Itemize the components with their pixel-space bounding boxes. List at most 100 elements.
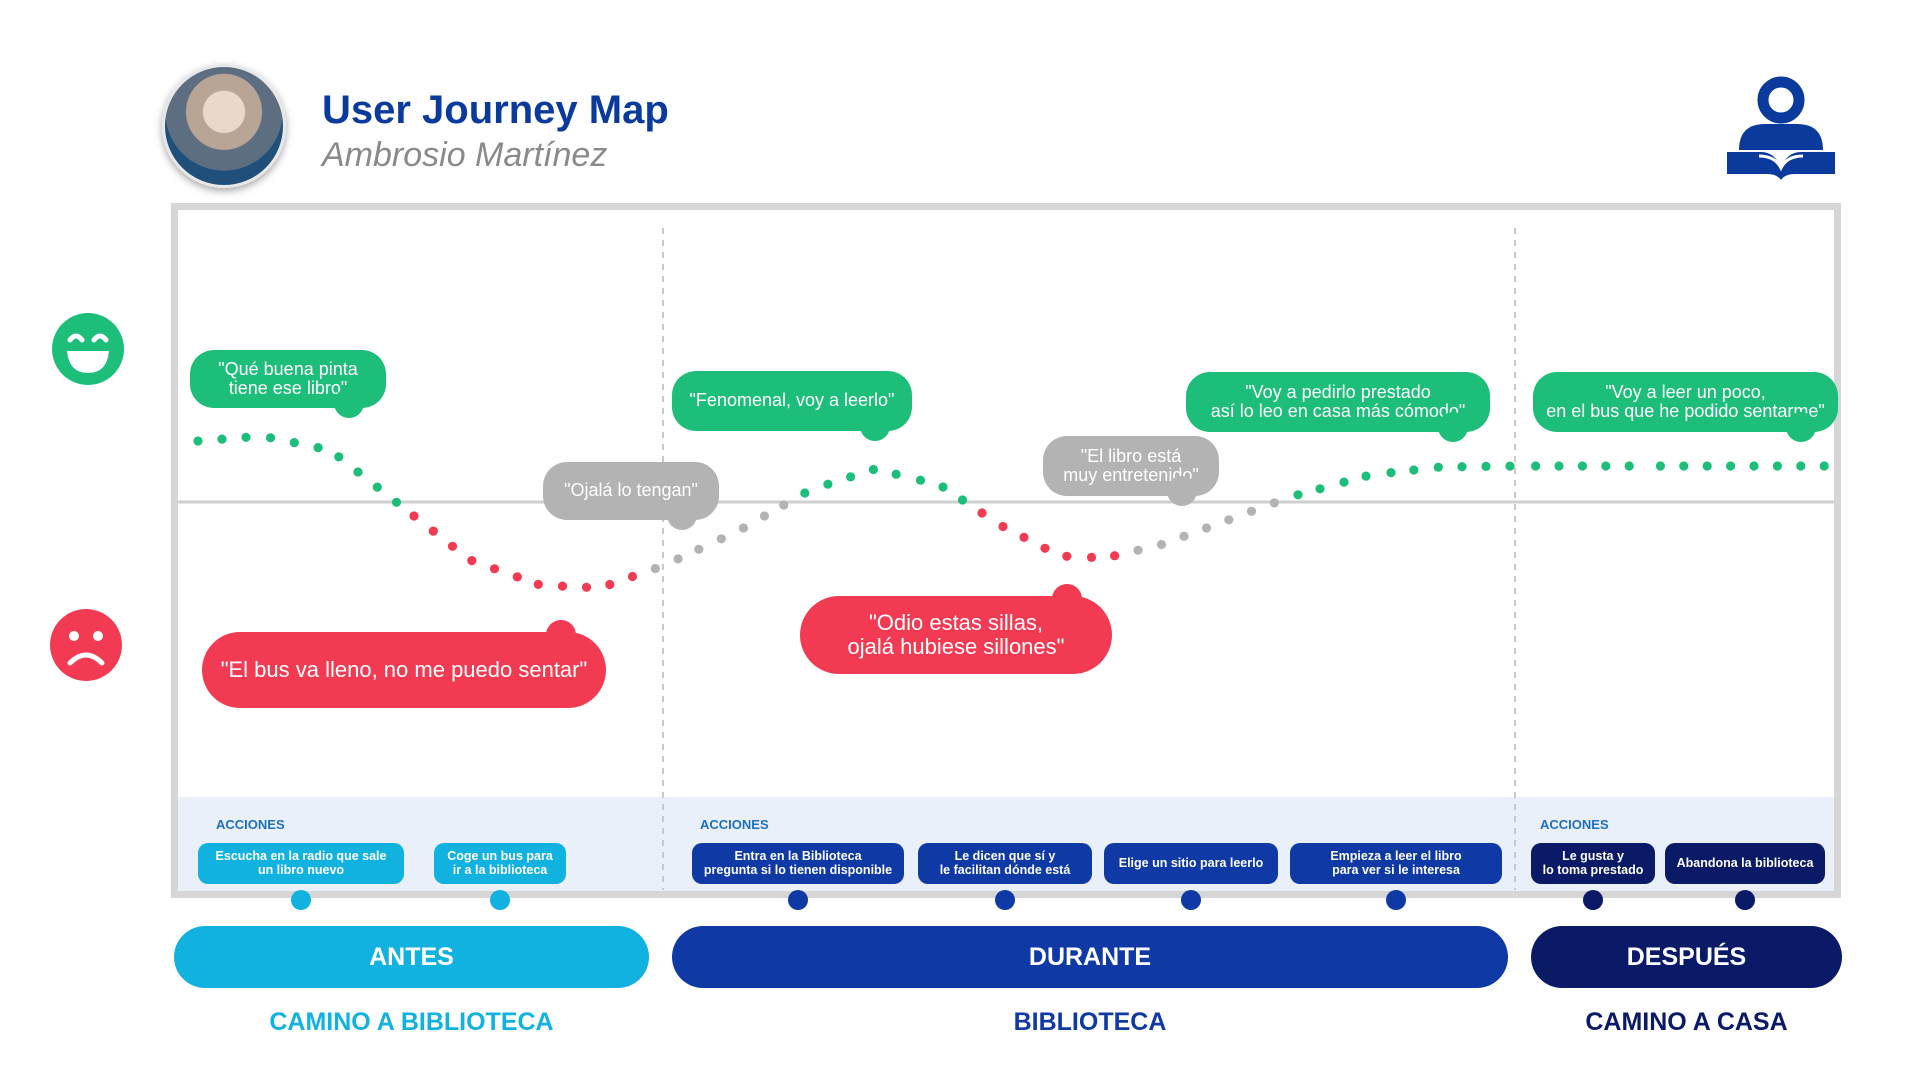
emotion-dot [467, 556, 477, 566]
emotion-dot [409, 511, 419, 521]
emotion-dot [447, 541, 458, 551]
emotion-dot [241, 432, 251, 442]
emotion-dot [673, 554, 683, 564]
emotion-dot [759, 511, 770, 521]
timeline-node [788, 890, 808, 910]
emotion-dot [846, 472, 856, 482]
action-pill: Entra en la Biblioteca pregunta si lo ti… [692, 843, 904, 884]
emotion-dot [1679, 461, 1689, 471]
emotion-dot [1339, 477, 1349, 487]
emotion-dot [581, 582, 592, 592]
emotion-dot [1224, 515, 1234, 525]
action-pill: Le gusta y lo toma prestado [1531, 843, 1655, 884]
emotion-dot [1819, 461, 1829, 471]
emotion-dot [716, 534, 726, 544]
emotion-dot [1601, 461, 1611, 471]
emotion-dot [1110, 551, 1120, 561]
emotion-dot [1505, 461, 1515, 471]
quote-bubble: "Qué buena pinta tiene ese libro" [190, 350, 386, 418]
page-title: User Journey Map [322, 88, 669, 132]
emotion-dot [650, 563, 660, 574]
emotion-dot [289, 438, 299, 448]
quote-bubble: "El libro está muy entretenido" [1043, 436, 1219, 506]
emotion-dot [915, 475, 926, 485]
emotion-dot [823, 479, 833, 489]
emotion-dot [1481, 461, 1491, 471]
place-despues: CAMINO A CASA [1585, 1008, 1788, 1036]
actions-label: ACCIONES [1540, 817, 1609, 832]
emotion-dot [1577, 461, 1587, 471]
emotion-dot [1269, 498, 1279, 508]
emotion-dot [998, 521, 1008, 532]
emotion-dot [1624, 461, 1634, 471]
emotion-dot [1554, 461, 1564, 471]
emotion-dot [1702, 461, 1712, 471]
actions-label: ACCIONES [700, 817, 769, 832]
emotion-dot [428, 526, 438, 536]
emotion-dot [1293, 490, 1303, 500]
emotion-dot [533, 579, 543, 590]
emotion-dot [1019, 532, 1029, 543]
emotion-dot [800, 488, 810, 498]
emotion-dot [1062, 551, 1072, 561]
persona-name: Ambrosio Martínez [322, 136, 608, 174]
emotion-dot [1386, 468, 1396, 478]
place-antes: CAMINO A BIBLIOTECA [269, 1008, 554, 1036]
timeline-node [995, 890, 1015, 910]
action-pill: Coge un bus para ir a la biblioteca [434, 843, 566, 884]
emotion-dot [627, 571, 638, 582]
action-pill: Empieza a leer el libro para ver si le i… [1290, 843, 1502, 884]
emotion-dot [957, 495, 968, 505]
emotion-dot [557, 581, 568, 591]
action-pill: Abandona la biblioteca [1665, 843, 1825, 884]
emotion-dot [1156, 539, 1167, 550]
action-pill: Elige un sitio para leerlo [1104, 843, 1278, 884]
happy-face-icon [52, 313, 124, 385]
phase-despues: DESPUÉS [1531, 926, 1842, 988]
reader-icon [1727, 76, 1835, 180]
emotion-dot [193, 436, 203, 446]
journey-frame [171, 203, 1841, 898]
quote-bubble: "El bus va lleno, no me puedo sentar" [202, 620, 606, 708]
emotion-dots [193, 432, 1829, 592]
user-avatar [162, 64, 286, 188]
emotion-dot [265, 433, 276, 443]
emotion-dot [512, 572, 522, 582]
emotion-dot [1726, 461, 1736, 471]
emotion-dot [1361, 471, 1371, 481]
emotion-dot [1201, 523, 1212, 533]
timeline-node [1181, 890, 1201, 910]
emotion-dot [977, 508, 987, 518]
quote-bubble: "Ojalá lo tengan" [543, 462, 719, 530]
emotion-dot [334, 452, 344, 462]
emotion-dot [1433, 462, 1443, 472]
emotion-dot [1315, 484, 1325, 494]
emotion-dot [372, 482, 382, 492]
emotion-dot [1772, 461, 1782, 471]
emotion-dot [1246, 506, 1257, 516]
emotion-dot [1179, 531, 1189, 541]
emotion-dot [938, 482, 948, 492]
timeline-node [1583, 890, 1603, 910]
emotion-dot [738, 523, 749, 533]
phase-antes: ANTES [174, 926, 649, 988]
quote-bubble: "Odio estas sillas, ojalá hubiese sillon… [800, 584, 1112, 674]
emotion-dot [1133, 545, 1143, 555]
quote-bubble: "Voy a leer un poco, en el bus que he po… [1533, 372, 1838, 442]
emotion-dot [1457, 462, 1467, 472]
emotion-dot [1796, 461, 1806, 471]
emotion-dot [313, 443, 323, 453]
emotion-dot [217, 434, 227, 444]
timeline-node [490, 890, 510, 910]
emotion-dot [1749, 461, 1759, 471]
actions-label: ACCIONES [216, 817, 285, 832]
emotion-dot [868, 464, 879, 475]
timeline-node [1386, 890, 1406, 910]
emotion-dot [391, 497, 402, 507]
timeline-node [1735, 890, 1755, 910]
emotion-dot [1531, 461, 1541, 471]
quote-bubble: "Fenomenal, voy a leerlo" [672, 371, 912, 441]
emotion-dot [1040, 543, 1050, 553]
action-pill: Le dicen que sí y le facilitan dónde est… [918, 843, 1092, 884]
